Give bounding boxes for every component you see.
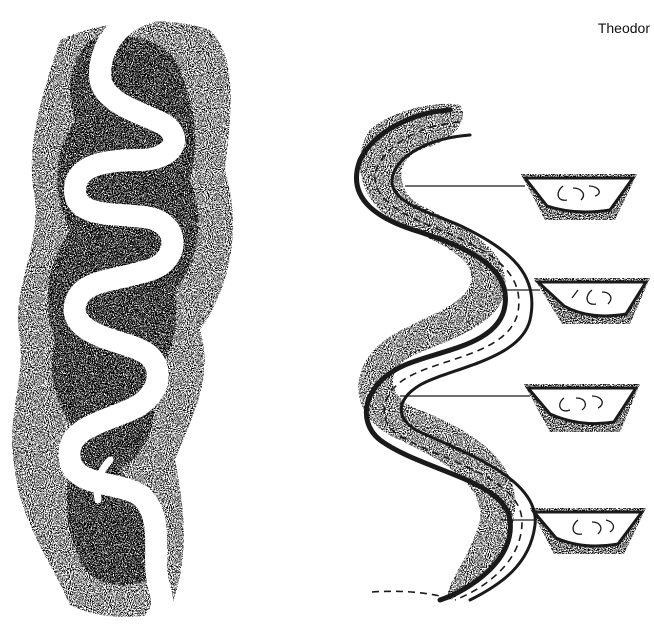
cross-section-2 [534,278,650,324]
left-meander-plan [12,12,233,620]
inner-bank [392,135,535,600]
cross-section-1 [521,174,637,220]
author-credit: Theodor [598,20,650,36]
cross-section-4 [530,508,646,554]
right-meander-sections [356,104,650,600]
cross-section-3 [524,384,640,432]
